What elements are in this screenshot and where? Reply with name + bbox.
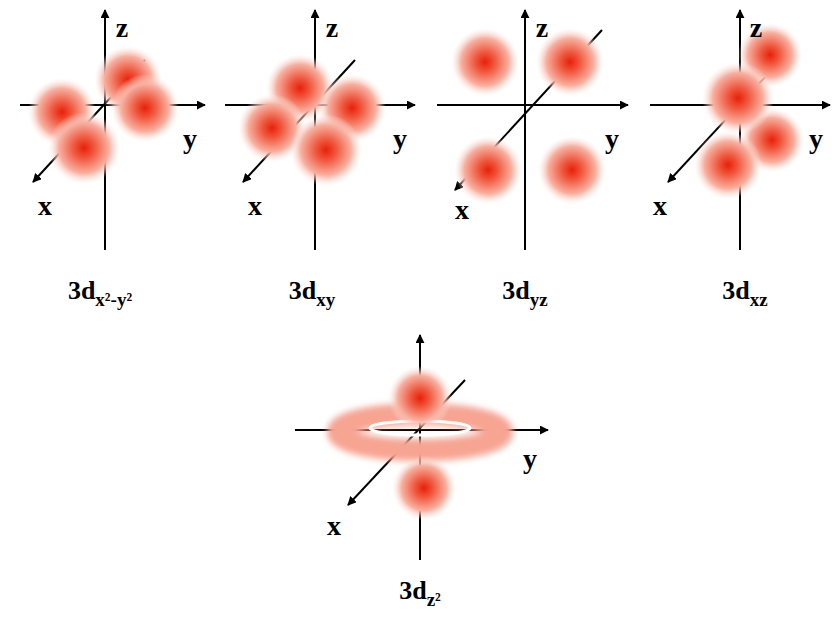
orbital-name: 3dx²-y² xyxy=(68,278,132,304)
orbital-name: 3dxy xyxy=(289,278,335,304)
axes xyxy=(225,10,415,250)
axes xyxy=(437,10,628,250)
orbital-name: 3dxz xyxy=(722,278,767,304)
axis-label: x xyxy=(327,512,341,540)
orbital-name: 3dyz xyxy=(502,278,547,304)
orbital-name: 3dz² xyxy=(399,578,441,604)
orbital-shell: 3d xyxy=(289,276,316,305)
axis-label: z xyxy=(116,14,128,42)
orbital-subscript: yz xyxy=(530,289,548,310)
orbital-shell: 3d xyxy=(68,276,95,305)
axis-label: y xyxy=(393,125,407,153)
axis-label: z xyxy=(750,14,762,42)
axes xyxy=(650,10,830,250)
axes xyxy=(20,10,205,250)
orbital-shell: 3d xyxy=(502,276,529,305)
orbital-shell: 3d xyxy=(399,576,426,605)
orbital-lobes xyxy=(694,23,804,199)
axis-label: x xyxy=(38,192,52,220)
orbital-lobes xyxy=(451,28,606,204)
orbital-lobes xyxy=(238,54,386,186)
axis-label: z xyxy=(326,14,338,42)
orbital-shell: 3d xyxy=(722,276,749,305)
axis-label: z xyxy=(536,14,548,42)
orbital-subscript: xz xyxy=(750,289,768,310)
orbital-subscript: x²-y² xyxy=(95,289,132,310)
orbital-subscript: z² xyxy=(427,589,441,610)
orbital-lobes xyxy=(388,366,456,520)
orbital-subscript: xy xyxy=(316,289,335,310)
axis-label: y xyxy=(183,125,197,153)
axis-label: x xyxy=(455,196,469,224)
orbital-lobes xyxy=(28,46,179,184)
axis-label: x xyxy=(653,192,667,220)
axis-label: y xyxy=(523,445,537,473)
axis-label: x xyxy=(248,192,262,220)
axis-label: y xyxy=(605,125,619,153)
axes xyxy=(295,335,548,560)
axis-label: y xyxy=(809,125,823,153)
